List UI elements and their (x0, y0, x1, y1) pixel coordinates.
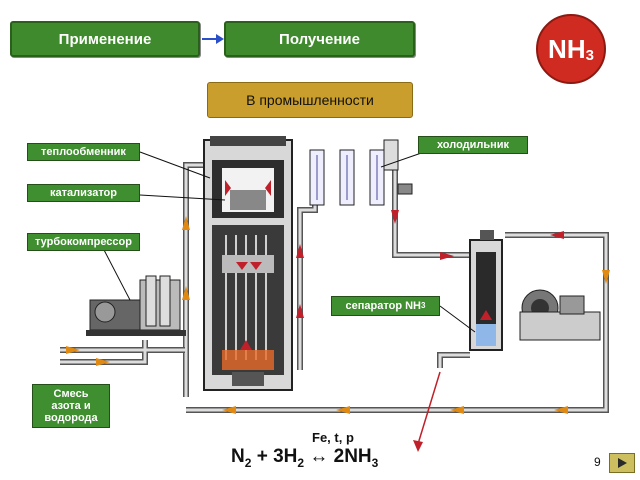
nav-get-button[interactable]: Получение (224, 21, 415, 57)
label-heat-exchanger: теплообменник (27, 143, 140, 161)
label-cooler: холодильник (418, 136, 528, 154)
turbocompressor-unit (86, 275, 186, 336)
product-arrow-icon (413, 440, 423, 452)
nav-get-label: Получение (279, 30, 360, 48)
label-catalyst: катализатор (27, 184, 140, 202)
page-number: 9 (594, 455, 601, 469)
leader-lines (102, 149, 476, 333)
circulation-pump (519, 289, 601, 341)
industry-label: В промышленности (246, 92, 374, 108)
reaction-equation: N2 + 3H2 ↔ 2NH3 (231, 446, 379, 470)
next-slide-button[interactable] (609, 453, 635, 473)
industry-button[interactable]: В промышленности (207, 82, 413, 118)
nav-apply-label: Применение (58, 30, 152, 48)
synthesis-column (203, 136, 293, 391)
flow-arrows (66, 216, 610, 414)
badge-subscript: 3 (585, 46, 594, 64)
badge-formula: NH (548, 33, 586, 64)
label-turbocompressor: турбокомпрессор (27, 233, 140, 251)
cooler-unit (309, 139, 413, 206)
nav-arrow-icon (202, 34, 224, 44)
nav-apply-button[interactable]: Применение (10, 21, 200, 57)
product-arrow-line (417, 371, 441, 445)
label-gas-mixture: Смесь азота и водорода (32, 384, 110, 428)
separator-unit (469, 230, 503, 351)
reaction-conditions: Fe, t, p (312, 430, 354, 445)
